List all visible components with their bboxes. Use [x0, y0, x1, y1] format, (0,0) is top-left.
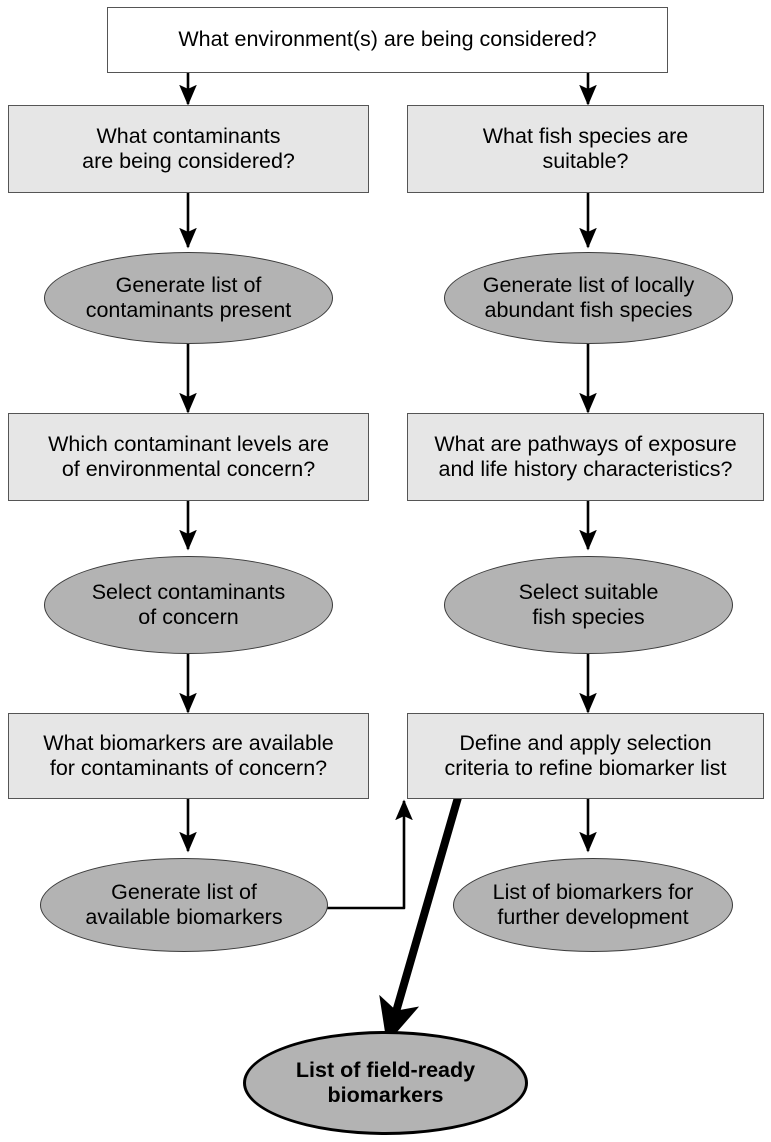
node-biomarkers-available-question-label: What biomarkers are available for contam… [43, 730, 334, 780]
node-fish-species-question-label: What fish species are suitable? [482, 123, 689, 173]
node-environment[interactable]: What environment(s) are being considered… [107, 7, 668, 73]
node-field-ready-biomarkers-label: List of field-ready biomarkers [295, 1057, 476, 1107]
edge-criteria-to-field-ready [379, 792, 463, 1044]
node-generate-fish-label: Generate list of locally abundant fish s… [482, 272, 695, 322]
node-generate-biomarkers-label: Generate list of available biomarkers [85, 879, 283, 929]
edge-generate-biomarkers-to-criteria [326, 799, 413, 910]
node-generate-contaminants-label: Generate list of contaminants present [85, 272, 292, 322]
node-environment-label: What environment(s) are being considered… [178, 27, 597, 52]
node-pathways-question[interactable]: What are pathways of exposure and life h… [407, 413, 764, 501]
node-contaminants-question-label: What contaminants are being considered? [82, 123, 295, 173]
node-select-contaminants[interactable]: Select contaminants of concern [44, 556, 333, 654]
node-selection-criteria[interactable]: Define and apply selection criteria to r… [407, 713, 764, 799]
node-further-development[interactable]: List of biomarkers for further developme… [453, 858, 733, 952]
node-biomarkers-available-question[interactable]: What biomarkers are available for contam… [8, 713, 369, 799]
node-select-fish[interactable]: Select suitable fish species [444, 556, 733, 654]
node-select-fish-label: Select suitable fish species [518, 579, 659, 629]
node-pathways-question-label: What are pathways of exposure and life h… [434, 431, 737, 481]
node-contaminant-levels-question[interactable]: Which contaminant levels are of environm… [8, 413, 369, 501]
node-select-contaminants-label: Select contaminants of concern [91, 579, 286, 629]
node-fish-species-question[interactable]: What fish species are suitable? [407, 105, 764, 193]
node-generate-biomarkers[interactable]: Generate list of available biomarkers [40, 858, 328, 952]
node-selection-criteria-label: Define and apply selection criteria to r… [444, 730, 727, 780]
node-generate-fish[interactable]: Generate list of locally abundant fish s… [444, 252, 733, 344]
node-generate-contaminants[interactable]: Generate list of contaminants present [44, 252, 333, 344]
node-field-ready-biomarkers[interactable]: List of field-ready biomarkers [243, 1031, 528, 1135]
node-contaminant-levels-question-label: Which contaminant levels are of environm… [48, 431, 329, 481]
node-further-development-label: List of biomarkers for further developme… [492, 879, 694, 929]
node-contaminants-question[interactable]: What contaminants are being considered? [8, 105, 369, 193]
